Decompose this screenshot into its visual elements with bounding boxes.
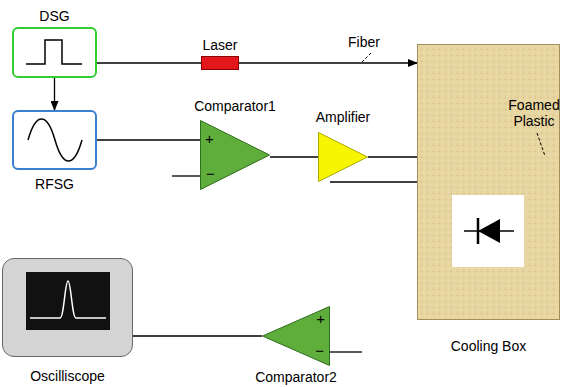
triangle-outline	[318, 132, 368, 182]
minus-input-wire	[330, 351, 362, 352]
laser-block: Laser	[201, 56, 239, 70]
amplifier-triangle: Amplifier	[318, 132, 368, 182]
scope-screen	[26, 272, 110, 330]
foam-fill	[417, 44, 560, 320]
connector	[239, 62, 417, 63]
signal-generator-box: RFSG	[12, 110, 97, 170]
pin-sign: +	[205, 131, 214, 147]
connector	[97, 62, 201, 63]
node-label: Comparator1	[194, 98, 276, 114]
callout-label: Fiber	[348, 34, 380, 50]
node-label: DSG	[39, 8, 69, 24]
photodiode-symbol	[464, 218, 514, 244]
connector	[368, 156, 417, 157]
pulse-icon	[26, 40, 82, 64]
node-label: Cooling Box	[451, 338, 527, 354]
pin-sign: +	[316, 311, 325, 327]
comparator-triangle: Comparator2+−	[262, 306, 330, 366]
node-label: Oscilliscope	[30, 368, 105, 384]
diode-window	[452, 195, 524, 267]
node-label: RFSG	[35, 176, 74, 192]
leader-line	[362, 53, 371, 62]
node-label: Amplifier	[316, 109, 370, 125]
scope-body	[3, 259, 133, 357]
connector	[97, 139, 200, 140]
scope-trace	[30, 281, 106, 318]
connector	[54, 78, 55, 110]
cooling-box: Cooling Box	[417, 44, 560, 320]
leader-line	[537, 133, 545, 156]
connector	[330, 181, 417, 182]
node-label: Laser	[202, 37, 237, 53]
comparator-triangle: Comparator1+−	[200, 120, 270, 190]
node-label: Comparator2	[255, 369, 337, 385]
pin-sign: −	[206, 166, 215, 182]
pin-sign: −	[315, 343, 324, 359]
signal-generator-box: DSG	[12, 27, 97, 78]
minus-input-wire	[172, 175, 200, 176]
connector	[270, 156, 318, 157]
sine-icon	[28, 119, 82, 161]
callout-label: Foamed Plastic	[508, 97, 560, 129]
oscilloscope-box: Oscilliscope	[2, 258, 133, 357]
connector	[133, 335, 262, 336]
